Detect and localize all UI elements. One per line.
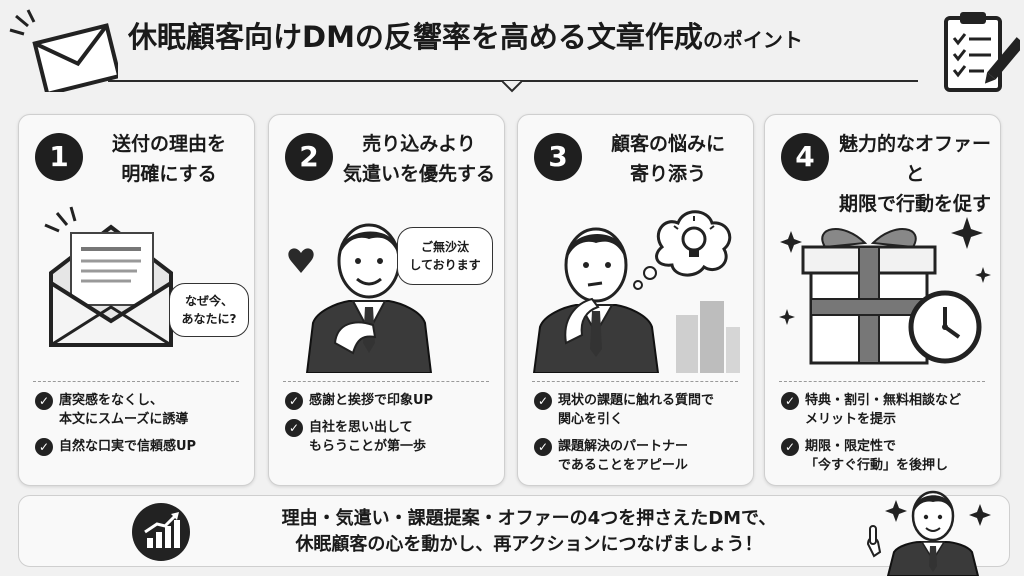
check-icon: ✓ xyxy=(781,392,799,410)
check-icon: ✓ xyxy=(285,419,303,437)
thinking-businessman-illustration xyxy=(532,210,740,373)
card-divider xyxy=(532,381,738,382)
card-heading: 送付の理由を 明確にする xyxy=(111,133,226,185)
check-icon: ✓ xyxy=(534,392,552,410)
summary-banner: 理由・気遣い・課題提案・オファーの4つを押さえたDMで、 休眠顧客の心を動かし、… xyxy=(18,495,1010,567)
list-item: ✓ 現状の課題に触れる質問で 関心を引く xyxy=(534,391,749,429)
point-text: 自社を思い出して もらうことが第一歩 xyxy=(309,420,427,454)
page-title: 休眠顧客向けDMの反響率を高める文章作成のポイント xyxy=(128,14,928,56)
envelope-icon xyxy=(9,9,118,92)
card-divider xyxy=(283,381,489,382)
summary-message: 理由・気遣い・課題提案・オファーの4つを押さえたDMで、 休眠顧客の心を動かし、… xyxy=(281,508,777,555)
checklist-clipboard-icon xyxy=(944,12,1020,92)
point-text: 唐突感をなくし、 本文にスムーズに誘導 xyxy=(59,393,189,427)
title-notch xyxy=(502,81,522,93)
step-number: 3 xyxy=(534,133,582,181)
point-text: 特典・割引・無料相談など メリットを提示 xyxy=(805,393,962,427)
step-number: 4 xyxy=(781,133,829,181)
card-points: ✓ 特典・割引・無料相談など メリットを提示 ✓ 期限・限定性で 「今すぐ行動」… xyxy=(781,391,996,483)
point-card-3: 3 顧客の悩みに 寄り添う ✓ 現状の課題に触れる質問で 関心を引く ✓ 課題解… xyxy=(517,114,754,486)
list-item: ✓ 特典・割引・無料相談など メリットを提示 xyxy=(781,391,996,429)
point-text: 自然な口実で信頼感UP xyxy=(59,439,197,454)
card-divider xyxy=(779,381,985,382)
point-card-2: 2 売り込みより 気遣いを優先する ご無沙汰 しております ✓ 感謝と挨拶で印象… xyxy=(268,114,505,486)
check-icon: ✓ xyxy=(781,438,799,456)
list-item: ✓ 期限・限定性で 「今すぐ行動」を後押し xyxy=(781,437,996,475)
card-points: ✓ 現状の課題に触れる質問で 関心を引く ✓ 課題解決のパートナー であることを… xyxy=(534,391,749,483)
step-number: 2 xyxy=(285,133,333,181)
check-icon: ✓ xyxy=(35,438,53,456)
point-card-1: 1 送付の理由を 明確にする なぜ今、 あなたに? ✓ 唐突感をなくし、 本文に… xyxy=(18,114,255,486)
list-item: ✓ 感謝と挨拶で印象UP xyxy=(285,391,500,410)
card-heading: 売り込みより 気遣いを優先する xyxy=(342,133,495,185)
list-item: ✓ 自社を思い出して もらうことが第一歩 xyxy=(285,418,500,456)
point-text: 期限・限定性で 「今すぐ行動」を後押し xyxy=(805,439,949,473)
title-suffix: のポイント xyxy=(702,28,803,52)
check-icon: ✓ xyxy=(285,392,303,410)
card-heading: 魅力的なオファーと 期限で行動を促す xyxy=(838,133,991,215)
point-text: 感謝と挨拶で印象UP xyxy=(309,393,434,408)
point-text: 課題解決のパートナー であることをアピール xyxy=(558,439,689,473)
step-number: 1 xyxy=(35,133,83,181)
businessman-greeting-illustration xyxy=(288,223,433,373)
pointing-businessman-icon xyxy=(866,490,991,576)
card-points: ✓ 唐突感をなくし、 本文にスムーズに誘導 ✓ 自然な口実で信頼感UP xyxy=(35,391,250,464)
list-item: ✓ 唐突感をなくし、 本文にスムーズに誘導 xyxy=(35,391,250,429)
list-item: ✓ 課題解決のパートナー であることをアピール xyxy=(534,437,749,475)
check-icon: ✓ xyxy=(35,392,53,410)
card-divider xyxy=(33,381,239,382)
speech-bubble: なぜ今、 あなたに? xyxy=(169,283,249,337)
speech-bubble: ご無沙汰 しております xyxy=(397,227,493,285)
gift-box-clock-illustration xyxy=(779,217,991,365)
check-icon: ✓ xyxy=(534,438,552,456)
header: 休眠顧客向けDMの反響率を高める文章作成のポイント xyxy=(0,0,1024,100)
growth-chart-icon xyxy=(132,503,190,561)
card-points: ✓ 感謝と挨拶で印象UP ✓ 自社を思い出して もらうことが第一歩 xyxy=(285,391,500,464)
list-item: ✓ 自然な口実で信頼感UP xyxy=(35,437,250,456)
point-card-4: 4 魅力的なオファーと 期限で行動を促す ✓ 特典・割引・無料相談など メリット… xyxy=(764,114,1001,486)
point-text: 現状の課題に触れる質問で 関心を引く xyxy=(558,393,715,427)
title-main: 休眠顧客向けDMの反響率を高める文章作成 xyxy=(128,20,703,54)
card-heading: 顧客の悩みに 寄り添う xyxy=(610,133,725,185)
